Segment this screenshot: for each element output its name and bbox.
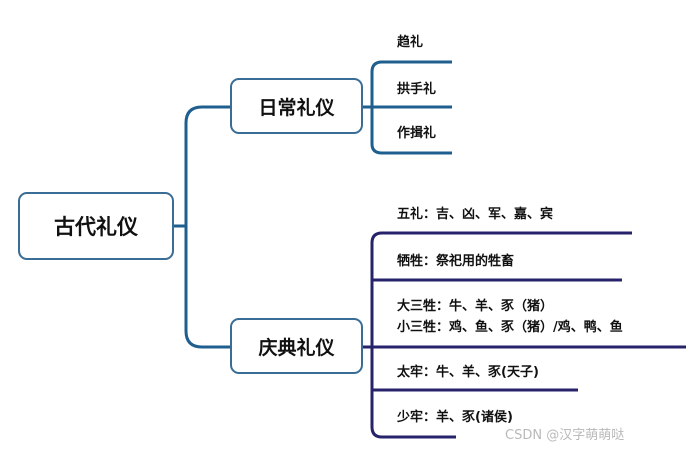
root-node: 古代礼仪 [18,192,174,260]
leaf-zuo-yi: 作揖礼 [397,126,437,141]
watermark: CSDN @汉字萌萌哒 [505,428,625,443]
leaf-qu-li: 趋礼 [397,35,424,50]
branch2-connector [363,231,686,439]
root-connector [174,105,230,349]
leaf-xiao-san-sheng: 小三牲：鸡、鱼、豕（猪）/鸡、鸭、鱼 [397,320,623,335]
leaf-xi-sheng: 牺牲：祭祀用的牲畜 [397,254,515,269]
branch1-connector [363,60,452,155]
branch-node-ceremony-etiquette: 庆典礼仪 [230,318,363,374]
leaf-wu-li: 五礼：吉、凶、军、嘉、宾 [397,207,554,222]
leaf-tai-lao: 太牢：牛、羊、豕(天子) [397,365,539,380]
leaf-da-san-sheng: 大三牲：牛、羊、豕（猪） [397,299,554,314]
branch-node-daily-etiquette: 日常礼仪 [230,78,363,134]
leaf-gong-shou: 拱手礼 [397,82,437,97]
leaf-shao-lao: 少牢：羊、豕(诸侯) [397,410,513,425]
